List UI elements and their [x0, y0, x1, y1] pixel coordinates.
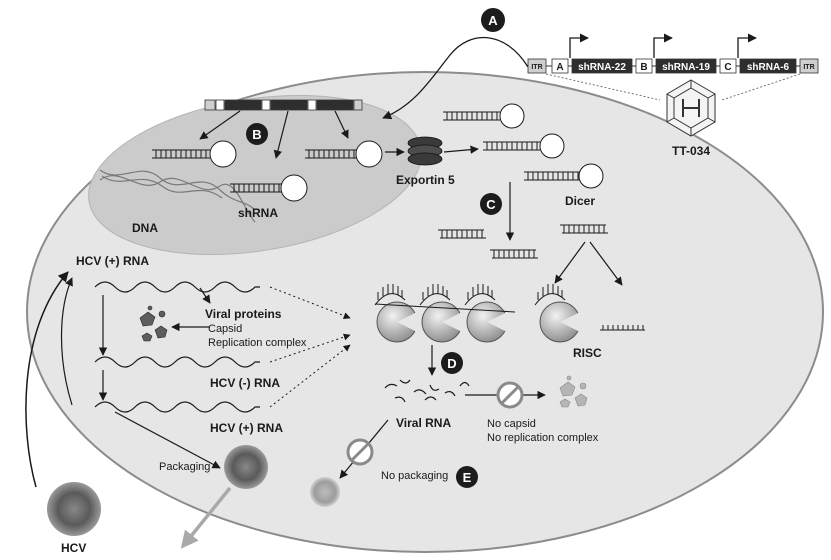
protein-cluster	[139, 305, 168, 342]
dotted-target-lines	[269, 286, 351, 408]
arrow-construct-to-hairpin-3	[334, 110, 349, 139]
exportin-5-pore	[407, 136, 443, 166]
itr-right-label: ITR	[803, 64, 814, 71]
integrated-construct	[204, 99, 363, 111]
arrow-sirna-to-risc	[554, 241, 586, 284]
marker-d-letter: D	[447, 356, 456, 371]
new-virion	[224, 445, 268, 489]
cytoplasm-hairpin-1	[443, 103, 525, 129]
marker-e	[456, 466, 478, 488]
arrow-construct-to-hairpin-2	[273, 110, 289, 159]
viral-rna-label: Viral RNA	[396, 416, 451, 430]
hcv-virion	[47, 482, 101, 536]
sirna-duplex-3	[560, 224, 608, 234]
hcv-plus-rna-top-label: HCV (+) RNA	[76, 254, 149, 268]
hcv-plus-rna-strand-bottom	[94, 401, 260, 413]
marker-a	[481, 8, 505, 32]
hcv-minus-rna-label: HCV (-) RNA	[210, 376, 280, 390]
marker-d	[441, 352, 463, 374]
risc-label: RISC	[573, 346, 602, 360]
shrna-22-label: shRNA-22	[578, 62, 626, 73]
capsid-label: Capsid	[208, 323, 242, 335]
expression-cassette	[527, 58, 819, 74]
arrow-hcv-entry	[25, 271, 69, 488]
arrow-exportin-to-cytoplasm	[443, 145, 479, 154]
degraded-viral-rna	[384, 379, 470, 403]
arrow-vector-entry	[382, 36, 529, 120]
cassette-to-vector-lines	[545, 73, 801, 101]
marker-e-letter: E	[463, 470, 472, 485]
packaging-label: Packaging	[159, 461, 210, 473]
arrow-recycle	[60, 277, 73, 406]
faded-protein-cluster	[559, 375, 588, 408]
arrow-packaging	[114, 411, 221, 469]
shrna-6-label: shRNA-6	[747, 62, 790, 73]
cytoplasm-hairpin-2	[483, 133, 565, 159]
dicer-label: Dicer	[565, 194, 595, 208]
promoter-a-label: A	[556, 62, 563, 73]
hcv-minus-rna-strand	[94, 356, 260, 368]
replication-complex-label: Replication complex	[208, 337, 307, 349]
no-capsid-text: No capsid	[487, 418, 536, 430]
marker-c	[480, 193, 502, 215]
risc-complexes	[374, 284, 582, 343]
arrow-translation	[199, 287, 211, 304]
marker-b-letter: B	[252, 127, 261, 142]
prohibited-icon-proteins	[496, 381, 524, 409]
passenger-strand	[600, 325, 645, 331]
itr-left-label: ITR	[531, 64, 542, 71]
hcv-label: HCV	[61, 541, 86, 555]
no-packaging-text: No packaging	[381, 470, 448, 482]
arrow-sirna-to-passenger	[589, 241, 623, 286]
cytoplasm-hairpin-3	[524, 163, 604, 189]
prohibited-icon-packaging	[346, 438, 374, 466]
arrow-virion-export	[180, 486, 232, 549]
arrow-construct-to-hairpin-1	[199, 110, 241, 140]
marker-a-letter: A	[488, 13, 498, 28]
marker-b	[246, 123, 268, 145]
hcv-plus-rna-bottom-label: HCV (+) RNA	[210, 421, 283, 435]
viral-proteins-label: Viral proteins	[205, 307, 282, 321]
promoter-c-label: C	[724, 62, 731, 73]
dna-label: DNA	[132, 221, 158, 235]
shrna-hairpin-1	[152, 140, 237, 168]
tt-034-label: TT-034	[672, 144, 710, 158]
exportin-5-label: Exportin 5	[396, 173, 455, 187]
shrna-label: shRNA	[238, 206, 278, 220]
hcv-plus-rna-strand-top	[94, 281, 260, 293]
viral-rna-strand	[374, 303, 516, 313]
sirna-duplex-1	[438, 229, 486, 239]
faded-virion	[310, 477, 340, 507]
tt-034-vector-icon	[666, 79, 716, 137]
promoter-arrows	[569, 33, 757, 58]
marker-c-letter: C	[486, 197, 496, 212]
dna-helix	[99, 169, 256, 223]
sirna-duplex-2	[490, 249, 538, 259]
shrna-hairpin-2	[230, 174, 308, 202]
promoter-b-label: B	[640, 62, 647, 73]
shrna-19-label: shRNA-19	[662, 62, 710, 73]
shrna-hairpin-3	[305, 140, 383, 168]
no-replication-complex-text: No replication complex	[487, 432, 599, 444]
